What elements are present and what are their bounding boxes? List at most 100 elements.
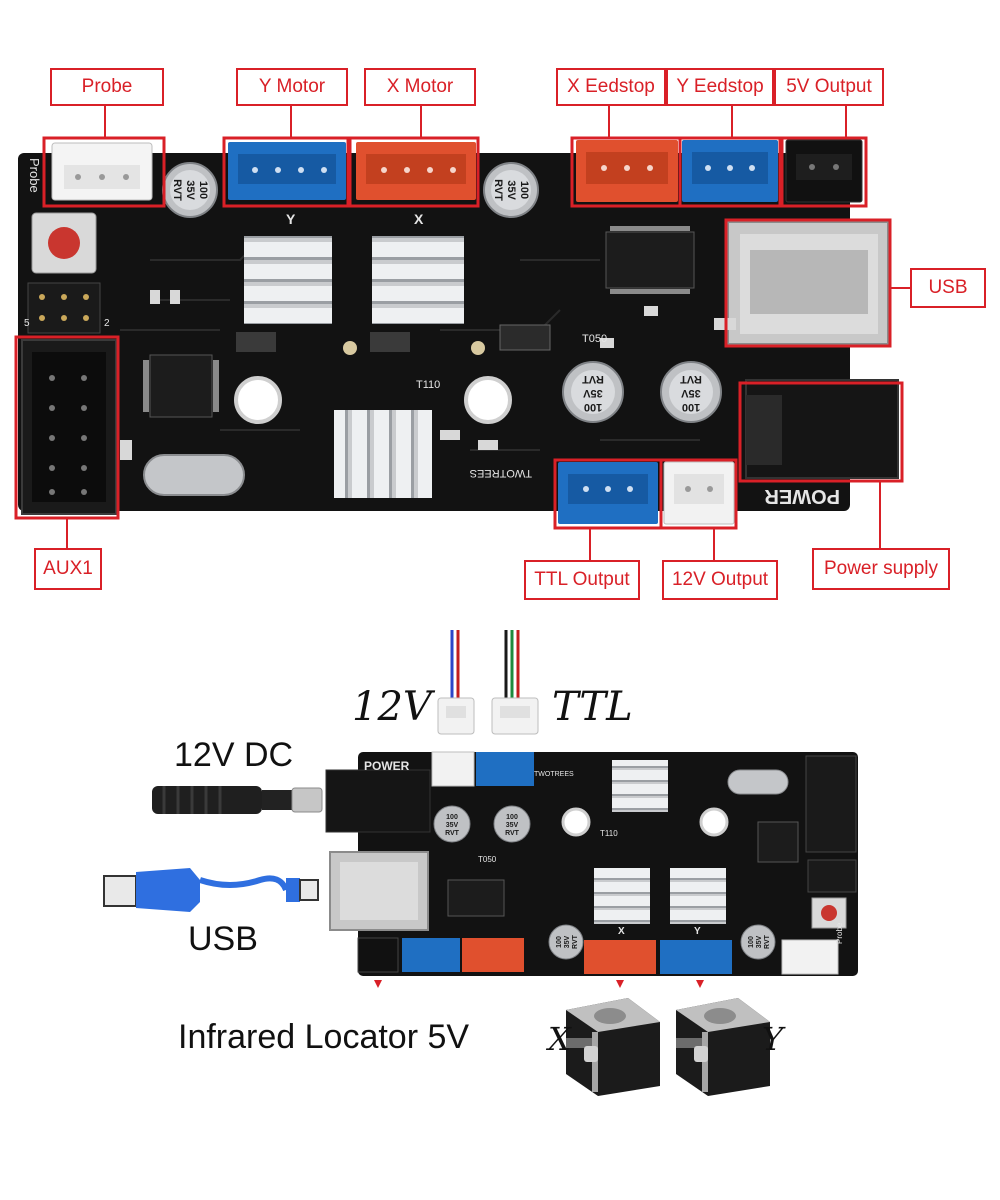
x-driver-heatsink xyxy=(372,236,464,324)
callout-usb: USB xyxy=(910,268,986,308)
bottom-ttl-connector xyxy=(476,752,534,786)
top-capacitor-left xyxy=(162,162,218,218)
bottom-reset-button xyxy=(811,897,847,929)
bcap2-line2: 35V xyxy=(506,822,519,829)
crystal-oscillator xyxy=(143,454,245,496)
y-driver-heatsink xyxy=(244,236,332,324)
top-silk-motor-x: X xyxy=(414,211,424,227)
callout-ttl-output: TTL Output xyxy=(524,560,640,600)
top-silk-t110: T110 xyxy=(416,379,440,391)
top-cap-left-line1: 100 xyxy=(197,181,209,199)
bottom-silkscreen: POWER TWOTREES T050 T110 Probe X Y xyxy=(364,759,844,944)
bottom-board-illustration: POWER TWOTREES T050 T110 Probe X Y 100 3… xyxy=(103,630,858,1096)
wire-ttl xyxy=(504,630,520,700)
callout-aux1: AUX1 xyxy=(34,548,102,590)
bottom-ymotor-connector xyxy=(660,940,732,974)
mcu-heatsink xyxy=(334,410,432,498)
top-cap-br-line3: RVT xyxy=(680,373,702,385)
callout-probe: Probe xyxy=(50,68,164,106)
bottom-silk-brand: TWOTREES xyxy=(534,771,574,778)
top-silk-pin-2: 2 xyxy=(104,318,110,329)
top-silk-brand: TWOTREES xyxy=(470,467,532,479)
usb-uart-chip xyxy=(605,226,695,294)
top-cap-markings: 100 35V RVT 100 35V RVT 100 35V RVT 100 … xyxy=(171,179,702,413)
aux1-header xyxy=(21,339,117,515)
bottom-pcb-body xyxy=(358,752,858,976)
bottom-hole-left xyxy=(561,807,591,837)
top-cap-bl-line2: 35V xyxy=(583,387,603,399)
bcap4-line1: 100 xyxy=(748,936,755,948)
top-cap-br-line2: 35V xyxy=(681,387,701,399)
bottom-cap-markings: 100 35V RVT 100 35V RVT 100 35V RVT 100 … xyxy=(445,814,771,949)
bottom-5v-connector xyxy=(357,937,399,973)
top-silk-t050: T050 xyxy=(582,333,607,345)
label-y-motor: Y xyxy=(762,1020,784,1058)
mcu-chip xyxy=(143,354,219,418)
bcap3-line3: RVT xyxy=(572,934,579,949)
label-ttl: TTL xyxy=(552,684,633,730)
bottom-pin-header xyxy=(807,859,857,893)
top-silk-power: POWER xyxy=(764,485,840,507)
top-cap-left-line3: RVT xyxy=(171,179,183,201)
top-highlight-frames xyxy=(14,136,904,530)
bottom-silk-t110: T110 xyxy=(600,829,618,838)
top-silk-motor-y: Y xyxy=(286,211,296,227)
y-driver-pot xyxy=(343,341,357,355)
top-cap-br-line1: 100 xyxy=(682,401,700,413)
label-12v: 12V xyxy=(352,684,432,730)
top-capacitor-mid xyxy=(483,162,539,218)
stepper-motor-y xyxy=(676,998,770,1096)
bottom-silk-probe: Probe xyxy=(835,922,844,944)
bcap1-line2: 35V xyxy=(446,822,459,829)
bottom-cap-2 xyxy=(493,805,531,843)
top-capacitor-bottom-right xyxy=(660,361,722,423)
bottom-cap-4 xyxy=(740,924,776,960)
top-cap-bl-line1: 100 xyxy=(584,401,602,413)
bcap1-line3: RVT xyxy=(445,830,460,837)
top-silkscreen: Probe POWER TWOTREES T050 T110 Y X 5 2 xyxy=(24,158,840,507)
label-12v-dc: 12V DC xyxy=(174,736,294,774)
bcap1-line1: 100 xyxy=(446,814,458,821)
top-smd-components xyxy=(120,290,736,460)
dc-power-jack xyxy=(745,379,899,479)
bcap2-line1: 100 xyxy=(506,814,518,821)
x-driver-pot xyxy=(471,341,485,355)
wire-12v xyxy=(450,630,460,700)
callout-power-supply: Power supply xyxy=(812,548,950,590)
callout-5v-output: 5V Output xyxy=(774,68,884,106)
top-cap-bl-line3: RVT xyxy=(582,373,604,385)
bcap3-line1: 100 xyxy=(556,936,563,948)
top-cap-mid-line2: 35V xyxy=(505,180,517,200)
top-pin-header xyxy=(27,282,101,334)
usb-b-port xyxy=(727,221,889,345)
top-silk-probe: Probe xyxy=(27,158,42,193)
bottom-aux-header xyxy=(805,755,857,853)
stepper-motor-x xyxy=(566,998,660,1096)
label-usb: USB xyxy=(188,920,258,958)
bottom-hole-right xyxy=(699,807,729,837)
reset-button-component xyxy=(31,212,97,274)
callout-x-endstop: X Eedstop xyxy=(556,68,666,106)
bottom-cap-3 xyxy=(548,924,584,960)
top-mount-hole-left xyxy=(234,376,282,424)
callout-x-motor: X Motor xyxy=(364,68,476,106)
bottom-silk-motor-y: Y xyxy=(694,926,701,937)
bcap4-line2: 35V xyxy=(756,935,763,948)
bcap4-line3: RVT xyxy=(764,934,771,949)
top-silk-pin-5: 5 xyxy=(24,318,30,329)
callout-12v-output: 12V Output xyxy=(662,560,778,600)
bcap3-line2: 35V xyxy=(564,935,571,948)
bottom-xendstop-connector xyxy=(462,938,524,972)
callout-y-endstop: Y Eedstop xyxy=(666,68,774,106)
top-cap-mid-line3: RVT xyxy=(492,179,504,201)
plug-12v xyxy=(437,697,475,735)
bottom-silk-t050: T050 xyxy=(478,855,497,864)
bottom-xmotor-connector xyxy=(584,940,656,974)
bottom-mcu xyxy=(757,821,799,863)
bottom-cap-1 xyxy=(433,805,471,843)
bottom-12v-connector xyxy=(431,751,475,787)
top-capacitor-bottom-left xyxy=(562,361,624,423)
bottom-dc-jack xyxy=(325,769,431,833)
dc-barrel-plug xyxy=(152,786,323,814)
